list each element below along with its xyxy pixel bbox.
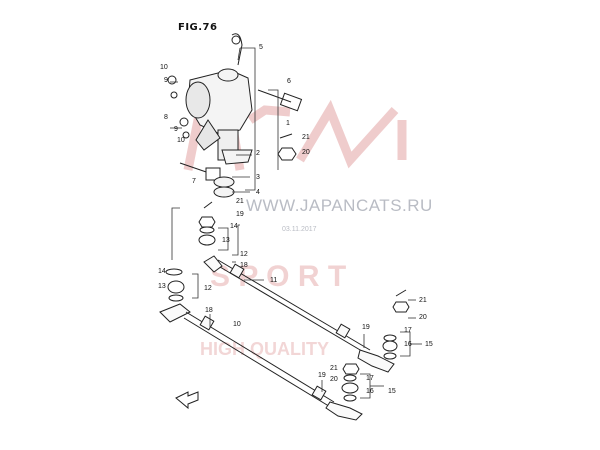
callout-part-13: 13 — [222, 237, 230, 244]
leader-lines — [170, 47, 422, 399]
callout-part-19: 19 — [236, 211, 244, 218]
callout-part-7: 7 — [192, 178, 196, 185]
callout-part-21d: 21 — [330, 365, 338, 372]
watermark-date: 03.11.2017 — [282, 226, 317, 233]
callout-part-5: 5 — [259, 44, 263, 51]
callout-part-20c: 20 — [330, 376, 338, 383]
callout-part-10: 10 — [160, 64, 168, 71]
callout-part-20: 20 — [302, 149, 310, 156]
figure-title: FIG.76 — [178, 22, 218, 33]
ball-joint-right-upper — [382, 289, 410, 360]
callout-part-14b: 14 — [158, 268, 166, 275]
callout-part-12b: 12 — [204, 285, 212, 292]
nut-cotter-upper — [277, 133, 297, 161]
watermark-sport: S P O R T — [210, 260, 346, 293]
callout-part-13b: 13 — [158, 283, 166, 290]
callout-part-18b: 18 — [205, 307, 213, 314]
callout-part-14: 14 — [230, 223, 238, 230]
tie-rod — [159, 303, 363, 421]
callout-part-10b: 10 — [177, 137, 185, 144]
callout-part-6: 6 — [287, 78, 291, 85]
watermark-high-quality: HIGH QUALITY — [200, 339, 329, 359]
svg-text:S P O R T: S P O R T — [210, 260, 346, 293]
direction-arrow-icon — [175, 391, 199, 410]
callout-part-11: 11 — [270, 277, 278, 284]
pitman-arm — [213, 149, 253, 198]
callout-part-16: 16 — [404, 341, 412, 348]
gearbox-nuts — [167, 75, 190, 139]
callout-part-21b: 21 — [236, 198, 244, 205]
callout-part-15: 15 — [425, 341, 433, 348]
ball-joint-upper — [198, 201, 216, 246]
callout-part-18: 18 — [240, 262, 248, 269]
callout-part-19c: 19 — [318, 372, 326, 379]
callout-part-17: 17 — [404, 327, 412, 334]
ball-joint-right-lower — [341, 363, 360, 402]
callout-part-8: 8 — [164, 114, 168, 121]
callout-part-12: 12 — [240, 251, 248, 258]
mounting-bolt-7 — [179, 162, 221, 181]
callout-part-4: 4 — [256, 189, 260, 196]
callout-part-21c: 21 — [419, 297, 427, 304]
callout-part-9: 9 — [164, 77, 168, 84]
callout-part-16b: 16 — [366, 388, 374, 395]
ball-joint-left — [165, 268, 185, 302]
callout-part-3: 3 — [256, 174, 260, 181]
watermark-site: WWW.JAPANCATS.RU — [246, 196, 433, 215]
callout-part-10c: 10 — [233, 321, 241, 328]
callout-part-2: 2 — [256, 150, 260, 157]
callout-part-19b: 19 — [362, 324, 370, 331]
callout-part-17b: 17 — [366, 375, 374, 382]
drag-link — [203, 255, 395, 373]
callout-part-15b: 15 — [388, 388, 396, 395]
svg-text:HIGH QUALITY: HIGH QUALITY — [200, 339, 329, 359]
mounting-bolt-6 — [257, 89, 303, 112]
callout-part-9b: 9 — [174, 126, 178, 133]
callout-part-21: 21 — [302, 134, 310, 141]
callout-part-20b: 20 — [419, 314, 427, 321]
callout-part-1: 1 — [286, 120, 290, 127]
